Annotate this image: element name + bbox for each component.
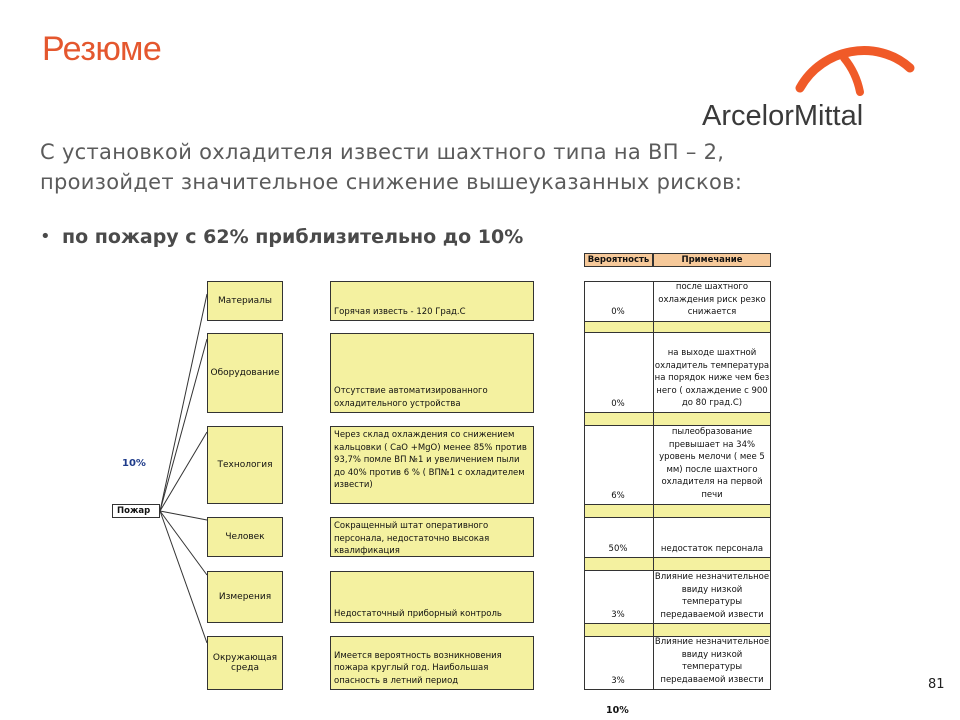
note-equipment: на выходе шахтной охладитель температура… <box>654 348 770 408</box>
row-separator <box>584 557 771 571</box>
header-probability: Вероятность <box>584 253 653 267</box>
subtitle-line-2: произойдет значительное снижение вышеука… <box>40 170 743 194</box>
total-probability: 10% <box>606 705 629 716</box>
header-note: Примечание <box>653 253 771 267</box>
description-human: Сокращенный штат оперативного персонала,… <box>330 517 534 557</box>
description-materials: Горячая известь - 120 Град.С <box>330 281 534 321</box>
description-technology: Через склад охлаждения со снижением каль… <box>330 426 534 504</box>
category-human: Человек <box>207 517 283 557</box>
row-separator <box>584 321 771 333</box>
page-number: 81 <box>928 677 945 692</box>
bullet-text: по пожару с 62% приблизительно до 10% <box>62 226 524 248</box>
description-environment: Имеется вероятность возникновения пожара… <box>330 636 534 690</box>
row-separator <box>584 623 771 637</box>
category-measurements: Измерения <box>207 571 283 623</box>
table-border <box>770 281 771 690</box>
row-separator <box>584 412 771 426</box>
page-title: Резюме <box>42 30 162 68</box>
table-border <box>584 689 771 690</box>
table-border <box>584 281 771 282</box>
subtitle-line-1: С установкой охладителя извести шахтного… <box>40 140 725 164</box>
note-materials: после шахтного охлаждения риск резко сни… <box>658 282 766 317</box>
probability-environment: 3% <box>611 676 625 686</box>
note-measurements: Влияние незначительное ввиду низкой темп… <box>654 572 770 620</box>
category-environment: Окружающая среда <box>207 636 283 690</box>
probability-materials: 0% <box>611 307 625 317</box>
note-human: недостаток персонала <box>660 544 764 554</box>
table-border <box>584 281 585 690</box>
table-border <box>653 281 654 690</box>
probability-technology: 6% <box>611 491 625 501</box>
note-technology: пылеобразование превышает на 34% уровень… <box>659 427 765 500</box>
description-measurements: Недостаточный приборный контроль <box>330 571 534 623</box>
notes-table <box>584 281 771 690</box>
row-separator <box>584 504 771 518</box>
probability-equipment: 0% <box>611 399 625 409</box>
category-technology: Технология <box>207 426 283 504</box>
root-box-fire: Пожар <box>112 504 160 518</box>
root-value: 10% <box>122 458 146 469</box>
probability-measurements: 3% <box>611 610 625 620</box>
probability-human: 50% <box>608 544 628 554</box>
category-equipment: Оборудование <box>207 333 283 413</box>
note-environment: Влияние незначительное ввиду низкой темп… <box>654 637 770 685</box>
bullet-icon: • <box>40 226 51 247</box>
description-equipment: Отсутствие автоматизированного охладител… <box>330 333 534 413</box>
category-materials: Материалы <box>207 281 283 321</box>
arcelormittal-logo-text: ArcelorMittal <box>702 100 864 132</box>
arcelormittal-logo-icon <box>795 46 915 96</box>
